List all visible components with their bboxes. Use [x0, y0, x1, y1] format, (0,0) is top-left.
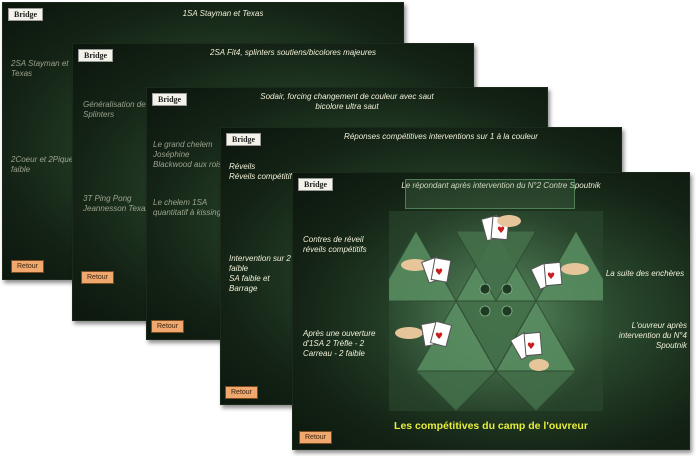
menu-item-2sa-stayman[interactable]: 2SA Stayman et Texas [11, 59, 69, 78]
hand-right: ♥ [530, 261, 589, 291]
slide-title: Réponses compétitives interventions sur … [344, 132, 538, 141]
logo: Bridge [8, 8, 44, 21]
svg-text:♥: ♥ [435, 332, 443, 342]
hand-bottom-left: ♥ [395, 320, 453, 348]
slide-title: Le répondant après intervention du N°2 C… [401, 181, 601, 190]
logo: Bridge [226, 133, 262, 146]
slide-title: 2SA Fit4, splinters soutiens/bicolores m… [210, 48, 376, 57]
retour-button[interactable]: Retour [11, 260, 45, 273]
menu-item-reveils-competitifs[interactable]: Réveils compétitifs [229, 172, 296, 181]
retour-button[interactable]: Retour [225, 386, 259, 399]
hand-top: ♥ [480, 214, 521, 242]
menu-item-apres-ouverture-1sa[interactable]: Après une ouverture d'1SA 2 Trèfle - 2 C… [303, 329, 376, 358]
menu-item-ping-pong[interactable]: 3T Ping Pong Jeannesson Texas [83, 194, 150, 213]
menu-item-intervention-2-faible[interactable]: Intervention sur 2 faible [229, 254, 291, 273]
menu-item-reveils[interactable]: Réveils [229, 162, 256, 171]
hand-left: ♥ [401, 256, 452, 284]
menu-item-ouvreur-apres-intervention[interactable]: L'ouvreur après intervention du N°4 Spou… [618, 321, 687, 350]
logo: Bridge [78, 49, 114, 62]
menu-item-suite-encheres[interactable]: La suite des enchères [605, 269, 685, 278]
retour-button[interactable]: Retour [151, 320, 185, 333]
bottom-title: Les compétitives du camp de l'ouvreur [394, 420, 588, 432]
menu-item-grand-chelem[interactable]: Le grand chelem Joséphine Blackwood aux … [153, 140, 222, 169]
menu-item-le-chelem[interactable]: Le chelem 1SA quantitatif à kissing [153, 198, 222, 217]
menu-item-splinters[interactable]: Généralisation des Splinters [83, 100, 150, 119]
svg-text:♥: ♥ [547, 272, 555, 282]
logo: Bridge [298, 178, 334, 191]
retour-button[interactable]: Retour [81, 271, 115, 284]
card-table-illustration: ♥ ♥ ♥ ♥ ♥ [389, 211, 603, 411]
menu-item-contres-reveil[interactable]: Contres de réveil réveils compétitifs [303, 235, 367, 254]
slide-title: 1SA Stayman et Texas [182, 9, 264, 18]
menu-item-2coeur[interactable]: 2Coeur et 2Pique faible [11, 155, 74, 174]
title-frame [405, 179, 575, 209]
svg-text:♥: ♥ [435, 268, 443, 278]
logo: Bridge [152, 93, 188, 106]
menu-item-sa-faible-barrage[interactable]: SA faible et Barrage [229, 274, 270, 293]
retour-button[interactable]: Retour [299, 431, 333, 444]
svg-text:♥: ♥ [527, 342, 535, 352]
svg-text:♥: ♥ [497, 226, 505, 236]
hand-bottom-right: ♥ [509, 331, 549, 371]
slide-title: Sodair, forcing changement de couleur av… [260, 92, 434, 111]
slide-5: Bridge Le répondant après intervention d… [292, 172, 690, 450]
